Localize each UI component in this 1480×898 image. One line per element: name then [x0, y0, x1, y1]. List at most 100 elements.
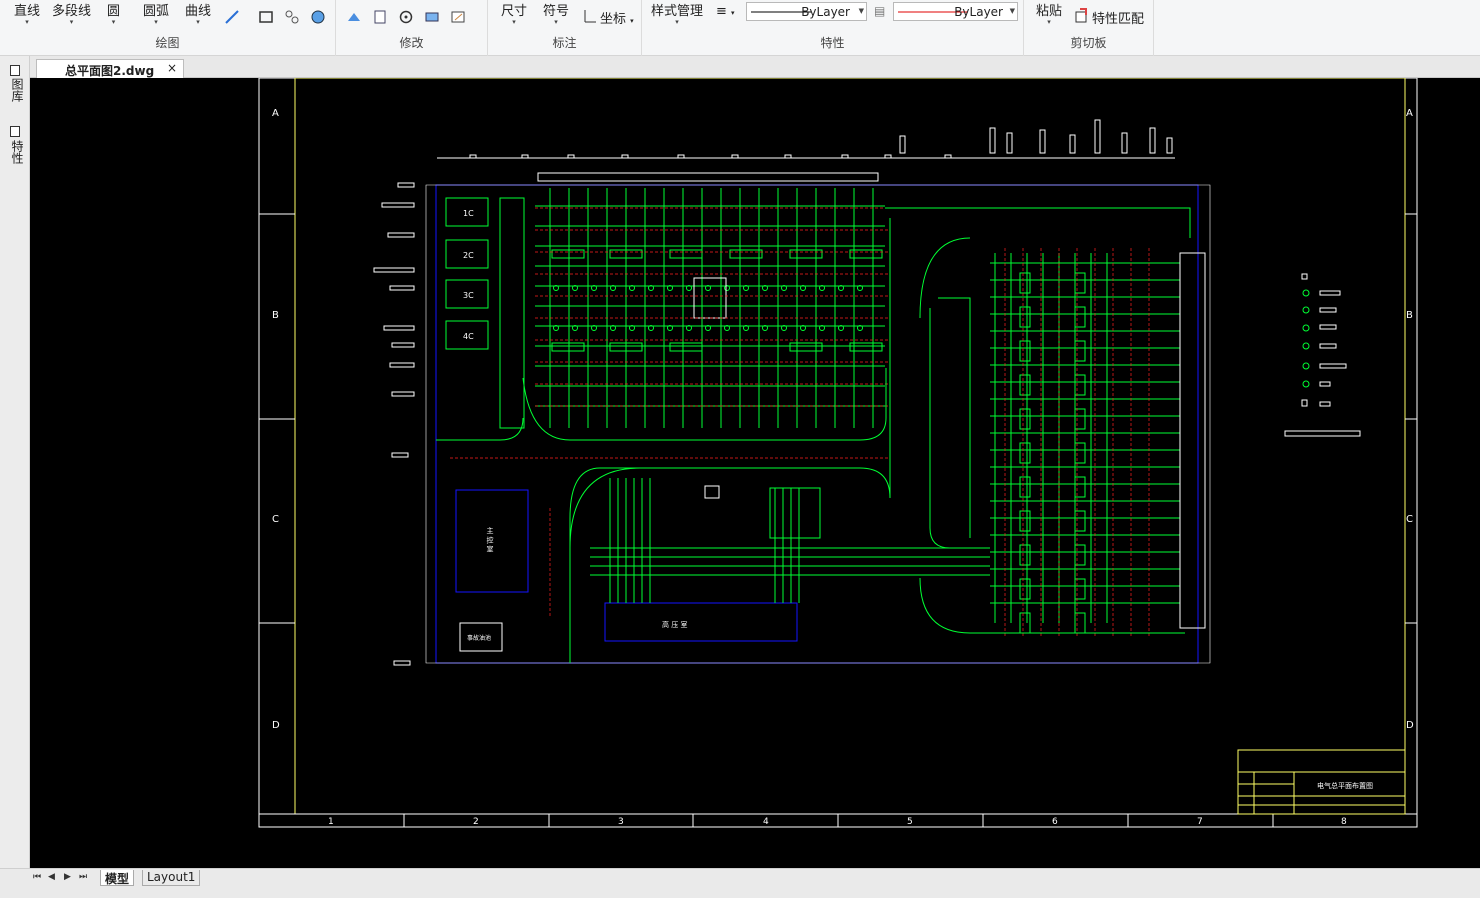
arc-tool-button[interactable]: 圆弧▾: [143, 4, 170, 26]
column-label: 2: [473, 817, 479, 827]
color-select[interactable]: ByLayer▼: [893, 2, 1018, 21]
match-properties-button[interactable]: 特性匹配: [1092, 12, 1145, 27]
rotate-icon[interactable]: [398, 9, 414, 25]
next-layout-icon[interactable]: ▶: [64, 872, 71, 882]
symbol-tool-button[interactable]: 符号▾: [543, 4, 570, 26]
row-label-left: B: [272, 310, 279, 321]
draw-group-label: 绘图: [155, 36, 180, 50]
modify-group-label: 修改: [399, 36, 424, 50]
top-scale-ruler: [437, 119, 1175, 159]
library-icon[interactable]: [10, 65, 20, 76]
transformer-label-2: 2C: [463, 251, 474, 260]
main-control-building: [455, 489, 529, 593]
annotation-group: 尺寸▾ 符号▾ 坐标 ▾ 标注: [488, 0, 642, 56]
document-tab-title: 总平面图2.dwg: [65, 64, 155, 78]
draw-group: 直线▾ 多段线▾ 圆▾ 圆弧▾ 曲线▾ 绘图: [0, 0, 336, 56]
paste-button[interactable]: 粘贴▾: [1036, 4, 1063, 26]
inner-frame: [294, 77, 1406, 815]
title-block: [1237, 749, 1406, 815]
edit-icon[interactable]: [450, 9, 466, 25]
move-icon[interactable]: [346, 9, 362, 25]
linetype-select[interactable]: ByLayer▼: [746, 2, 867, 21]
accident-oil-pool: [459, 622, 503, 652]
close-tab-icon[interactable]: ×: [166, 61, 177, 75]
legend-symbols: [1284, 273, 1361, 437]
xline-icon[interactable]: [224, 9, 240, 25]
column-label: 8: [1341, 817, 1347, 827]
dimension-tool-button[interactable]: 尺寸▾: [501, 4, 528, 26]
row-label-right: C: [1406, 514, 1413, 525]
column-label: 3: [618, 817, 624, 827]
column-label: 5: [907, 817, 913, 827]
first-layout-icon[interactable]: ⏮: [33, 872, 42, 882]
tab-layout1[interactable]: Layout1: [142, 870, 201, 886]
row-label-right: A: [1406, 108, 1413, 119]
annotation-group-label: 标注: [552, 36, 577, 50]
title-block-drawing-name: 电气总平面布置图: [1317, 781, 1373, 790]
lineweight-icon[interactable]: ≡ ▾: [716, 4, 735, 19]
clipboard-group: 粘贴▾ 特性匹配 剪切板: [1024, 0, 1154, 56]
accident-oil-pool-label: 事故油池: [467, 634, 491, 642]
linetype-icon[interactable]: ▤: [874, 4, 886, 18]
region-icon[interactable]: [310, 9, 326, 25]
left-legend-tags: [373, 182, 415, 666]
clipboard-group-label: 剪切板: [1070, 36, 1107, 50]
properties-group: 样式管理▾ ≡ ▾ ByLayer▼ ▤ ByLayer▼ 特性: [642, 0, 1024, 56]
document-tab[interactable]: 总平面图2.dwg ×: [36, 59, 184, 78]
hv-feeder-bays: [569, 467, 990, 603]
coordinate-icon[interactable]: [582, 8, 598, 24]
hatch-icon[interactable]: [284, 9, 300, 25]
column-label: 7: [1197, 817, 1203, 827]
outer-frame: [258, 77, 1418, 828]
match-properties-icon[interactable]: [1074, 7, 1090, 23]
row-label-left: C: [272, 514, 279, 525]
main-control-label: 主 控 室: [486, 526, 494, 552]
switchyard-north: [535, 172, 885, 428]
column-label: 6: [1052, 817, 1058, 827]
transformer-label-1: 1C: [463, 209, 474, 218]
library-panel-tab[interactable]: 图库: [10, 78, 24, 102]
row-label-right: B: [1406, 310, 1413, 321]
circle-tool-button[interactable]: 圆▾: [107, 4, 121, 26]
column-labels: 1 2 3 4 5 6 7 8: [328, 817, 1347, 827]
high-voltage-room-label: 高 压 室: [662, 620, 687, 629]
properties-icon[interactable]: [10, 126, 20, 137]
linetype-preview-icon: [751, 11, 811, 13]
cad-drawing[interactable]: A A B B C C D D 1 2 3 4 5 6 7 8 1C 2C 3C 4C: [30, 77, 1480, 868]
high-voltage-room: [604, 602, 798, 642]
color-preview-icon: [898, 11, 968, 13]
transformer-labels: 1C 2C 3C 4C: [463, 209, 474, 341]
layout-tabbar: ⏮ ◀ ▶ ⏭ 模型 Layout1: [0, 868, 1480, 898]
row-label-left: D: [272, 720, 280, 731]
curve-tool-button[interactable]: 曲线▾: [185, 4, 212, 26]
last-layout-icon[interactable]: ⏭: [79, 872, 88, 882]
polyline-tool-button[interactable]: 多段线▾: [52, 4, 92, 26]
row-label-right: D: [1406, 720, 1414, 731]
switchyard-east: [929, 252, 1206, 634]
column-label: 1: [328, 817, 334, 827]
properties-panel-tab[interactable]: 特性: [10, 140, 24, 164]
transformer-group: [445, 197, 525, 429]
prev-layout-icon[interactable]: ◀: [48, 872, 55, 882]
site-wall: [425, 184, 1211, 664]
modify-group: 修改: [336, 0, 488, 56]
document-tabbar: 总平面图2.dwg ×: [0, 56, 1480, 78]
rectangle-icon[interactable]: [258, 9, 274, 25]
mirror-icon[interactable]: [424, 9, 440, 25]
column-label: 4: [763, 817, 769, 827]
transformer-label-3: 3C: [463, 291, 474, 300]
transformer-label-4: 4C: [463, 332, 474, 341]
style-manager-button[interactable]: 样式管理▾: [651, 4, 704, 26]
properties-group-label: 特性: [820, 36, 845, 50]
coordinate-tool-button[interactable]: 坐标 ▾: [600, 12, 634, 27]
drawing-canvas[interactable]: A A B B C C D D 1 2 3 4 5 6 7 8 1C 2C 3C 4C: [30, 77, 1480, 868]
tab-model[interactable]: 模型: [100, 870, 135, 886]
road-network: [436, 207, 1191, 663]
line-tool-button[interactable]: 直线▾: [14, 4, 41, 26]
left-side-panel: 图库 特性: [0, 56, 30, 872]
row-label-left: A: [272, 108, 279, 119]
row-labels: A A B B C C D D: [272, 108, 1414, 731]
copy-icon[interactable]: [372, 9, 388, 25]
zone-grid: [259, 213, 1417, 827]
lightning-protection-lines: [450, 207, 1150, 638]
